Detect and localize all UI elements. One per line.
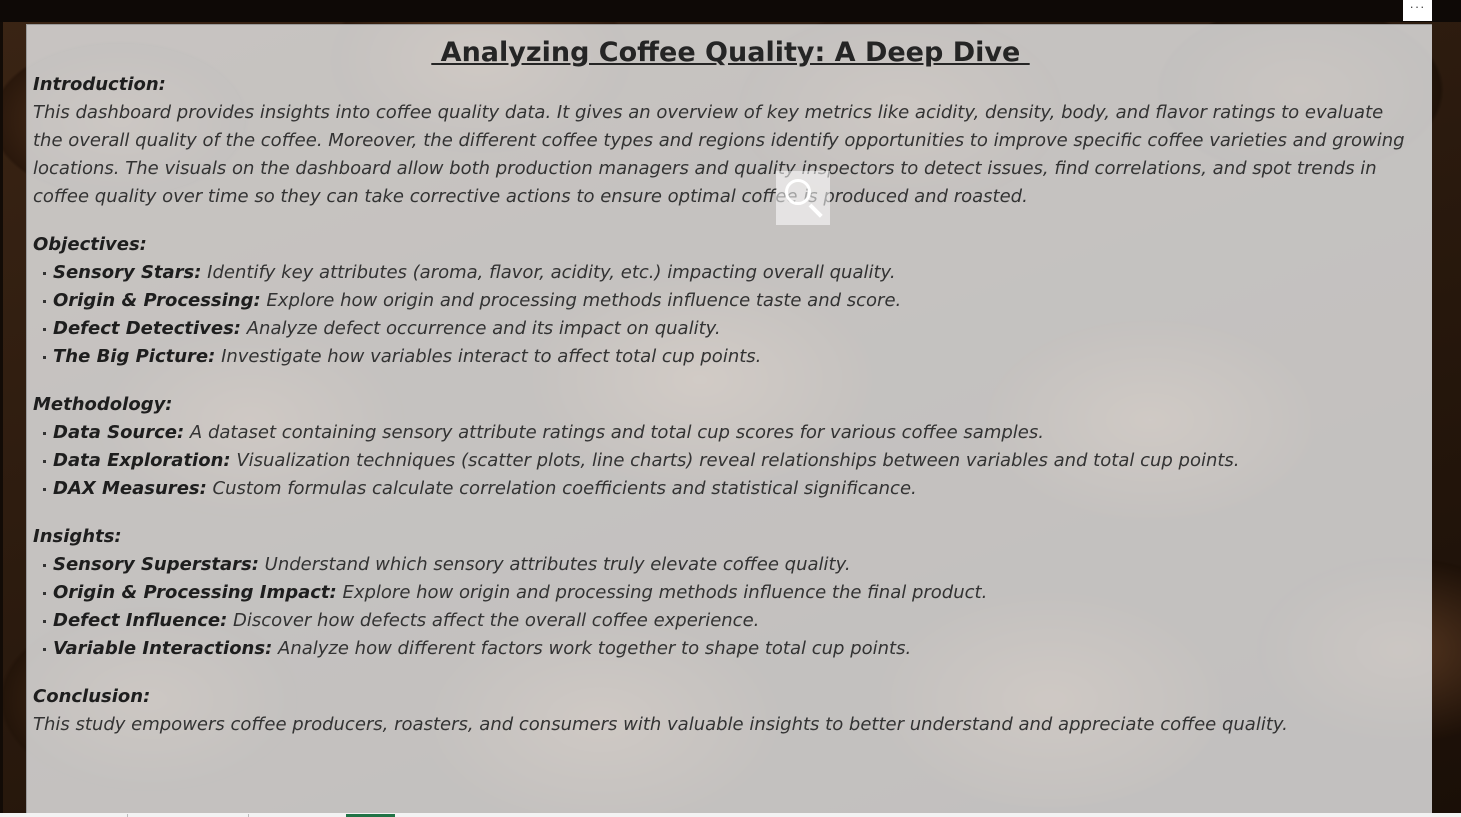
insights-list: Sensory Superstars: Understand which sen…	[33, 551, 1428, 663]
item-label: Data Exploration:	[53, 450, 231, 471]
page-tabs-bar	[0, 813, 1461, 817]
objectives-heading: Objectives:	[33, 234, 147, 255]
bullet-icon	[43, 592, 46, 595]
objectives-list: Sensory Stars: Identify key attributes (…	[33, 259, 1428, 371]
bullet-icon	[43, 620, 46, 623]
tab-separator	[248, 814, 249, 817]
list-item: Data Source: A dataset containing sensor…	[33, 419, 1428, 447]
bullet-icon	[43, 328, 46, 331]
item-text: Visualization techniques (scatter plots,…	[230, 450, 1240, 471]
item-label: DAX Measures:	[53, 478, 207, 499]
text-box-content: Analyzing Coffee Quality: A Deep Dive In…	[33, 25, 1428, 739]
list-item: Defect Detectives: Analyze defect occurr…	[33, 315, 1428, 343]
list-item: Origin & Processing: Explore how origin …	[33, 287, 1428, 315]
item-text: Explore how origin and processing method…	[260, 290, 902, 311]
item-label: Origin & Processing Impact:	[53, 582, 337, 603]
list-item: DAX Measures: Custom formulas calculate …	[33, 475, 1428, 503]
item-text: Analyze defect occurrence and its impact…	[241, 318, 721, 339]
bullet-icon	[43, 648, 46, 651]
item-text: Custom formulas calculate correlation co…	[206, 478, 917, 499]
list-item: Origin & Processing Impact: Explore how …	[33, 579, 1428, 607]
bullet-icon	[43, 460, 46, 463]
item-text: Investigate how variables interact to af…	[215, 346, 762, 367]
item-label: Defect Influence:	[53, 610, 228, 631]
objectives-section: Objectives: Sensory Stars: Identify key …	[33, 231, 1428, 371]
item-label: Defect Detectives:	[53, 318, 241, 339]
item-label: Origin & Processing:	[53, 290, 261, 311]
bullet-icon	[43, 300, 46, 303]
magnifier-glass	[785, 179, 811, 205]
magnifier-handle	[808, 203, 823, 218]
list-item: Variable Interactions: Analyze how diffe…	[33, 635, 1428, 663]
item-text: Analyze how different factors work toget…	[272, 638, 912, 659]
item-text: Understand which sensory attributes trul…	[258, 554, 851, 575]
bullet-icon	[43, 564, 46, 567]
top-strip	[0, 0, 1461, 22]
more-options-icon: ···	[1409, 0, 1426, 14]
item-text: Explore how origin and processing method…	[336, 582, 988, 603]
conclusion-text: This study empowers coffee producers, ro…	[33, 714, 1288, 735]
bullet-icon	[43, 488, 46, 491]
more-options-button[interactable]: ···	[1403, 0, 1432, 21]
insights-heading: Insights:	[33, 526, 122, 547]
item-text: Discover how defects affect the overall …	[227, 610, 760, 631]
introduction-heading: Introduction:	[33, 74, 166, 95]
search-icon[interactable]	[776, 171, 830, 225]
tab-separator	[127, 814, 128, 817]
item-label: Variable Interactions:	[53, 638, 273, 659]
item-label: Sensory Stars:	[53, 262, 202, 283]
list-item: The Big Picture: Investigate how variabl…	[33, 343, 1428, 371]
methodology-heading: Methodology:	[33, 394, 173, 415]
item-text: A dataset containing sensory attribute r…	[184, 422, 1044, 443]
methodology-section: Methodology: Data Source: A dataset cont…	[33, 391, 1428, 503]
list-item: Sensory Superstars: Understand which sen…	[33, 551, 1428, 579]
insights-section: Insights: Sensory Superstars: Understand…	[33, 523, 1428, 663]
text-box-visual: Analyzing Coffee Quality: A Deep Dive In…	[26, 24, 1432, 814]
list-item: Defect Influence: Discover how defects a…	[33, 607, 1428, 635]
introduction-section: Introduction: This dashboard provides in…	[33, 71, 1428, 211]
item-label: The Big Picture:	[53, 346, 216, 367]
list-item: Data Exploration: Visualization techniqu…	[33, 447, 1428, 475]
introduction-text: This dashboard provides insights into co…	[33, 102, 1405, 207]
bullet-icon	[43, 432, 46, 435]
item-text: Identify key attributes (aroma, flavor, …	[201, 262, 896, 283]
item-label: Sensory Superstars:	[53, 554, 259, 575]
active-page-tab[interactable]	[346, 814, 395, 817]
item-label: Data Source:	[53, 422, 185, 443]
list-item: Sensory Stars: Identify key attributes (…	[33, 259, 1428, 287]
bullet-icon	[43, 356, 46, 359]
methodology-list: Data Source: A dataset containing sensor…	[33, 419, 1428, 503]
page-title: Analyzing Coffee Quality: A Deep Dive	[431, 37, 1030, 68]
bullet-icon	[43, 272, 46, 275]
left-edge	[0, 22, 3, 817]
conclusion-heading: Conclusion:	[33, 686, 151, 707]
conclusion-section: Conclusion: This study empowers coffee p…	[33, 683, 1428, 739]
